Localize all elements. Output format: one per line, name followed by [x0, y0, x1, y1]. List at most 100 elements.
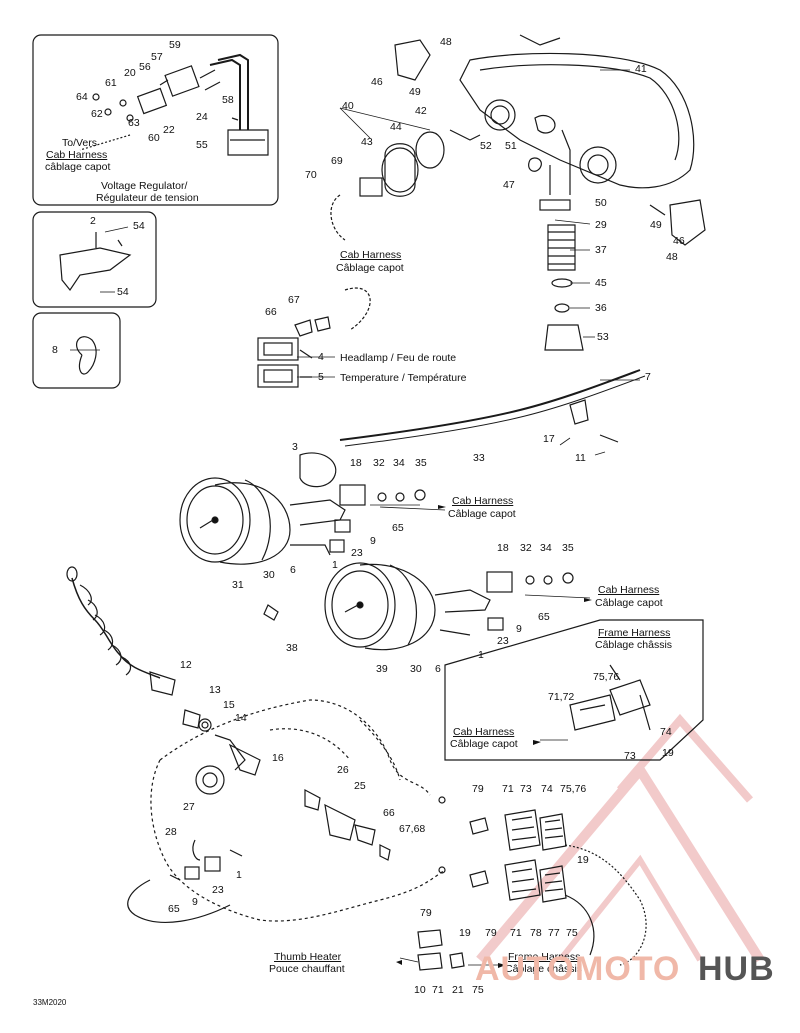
callout: 6 — [290, 564, 296, 576]
tie-wrap — [76, 336, 97, 375]
bulb-38 — [263, 604, 279, 621]
callout: 65 — [538, 611, 550, 623]
callout: 49 — [650, 219, 662, 231]
headlamp-components — [330, 39, 706, 351]
callout: 36 — [595, 302, 607, 314]
temperature-label: Temperature / Température — [340, 372, 467, 384]
callout: 25 — [354, 780, 366, 792]
callout: 73 — [520, 783, 532, 795]
callout: 69 — [331, 155, 343, 167]
watermark-moto: MOTO — [575, 950, 681, 988]
cab-harness-fr-label: Câblage capot — [336, 262, 404, 274]
callout: 60 — [148, 132, 160, 144]
callout: 8 — [52, 344, 58, 356]
callout: 18 — [350, 457, 362, 469]
callout: 14 — [235, 712, 247, 724]
callout: 63 — [128, 117, 140, 129]
headlamp-housing — [459, 34, 695, 195]
callout: 41 — [635, 63, 647, 75]
callout: 54 — [117, 286, 129, 298]
callout: 46 — [673, 235, 685, 247]
callout: 71 — [510, 927, 522, 939]
lower-harness-parts — [127, 709, 391, 924]
voltage-regulator-parts — [79, 53, 269, 156]
callout: 19 — [662, 747, 674, 759]
callout: 1 — [236, 869, 242, 881]
voltage-regulator-box — [32, 34, 279, 206]
callout: 75 — [566, 927, 578, 939]
cab-harness-label: Cab Harness — [453, 726, 515, 738]
callout: 45 — [595, 277, 607, 289]
callout: 33 — [473, 452, 485, 464]
callout: 56 — [139, 61, 151, 73]
callout: 48 — [440, 36, 452, 48]
callout: 32 — [373, 457, 385, 469]
callout: 19 — [459, 927, 471, 939]
gauge-31 — [179, 452, 426, 565]
callout: 12 — [180, 659, 192, 671]
bracket-part — [59, 247, 132, 292]
cab-harness-fr-label: Câblage capot — [450, 738, 518, 750]
callout: 58 — [222, 94, 234, 106]
callout: 3 — [292, 441, 298, 453]
callout: 47 — [503, 179, 515, 191]
harness-outline — [150, 699, 446, 922]
callout: 13 — [209, 684, 221, 696]
callout: 1 — [332, 559, 338, 571]
cab-harness-label: Cab Harness — [452, 495, 514, 507]
callout: 2 — [90, 215, 96, 227]
connector-blocks — [417, 796, 647, 971]
callout: 34 — [393, 457, 405, 469]
gauge-39 — [324, 562, 574, 651]
callout: 28 — [165, 826, 177, 838]
callout: 30 — [263, 569, 275, 581]
callout: 15 — [223, 699, 235, 711]
callout: 71 — [502, 783, 514, 795]
callout: 79 — [485, 927, 497, 939]
watermark-auto: AUTO — [475, 950, 575, 988]
callout: 75 — [472, 984, 484, 996]
callout: 71,72 — [548, 691, 575, 703]
callout: 66 — [265, 306, 277, 318]
callout: 16 — [272, 752, 284, 764]
cab-harness-label: Cab Harness — [46, 149, 108, 161]
callout: 1 — [478, 649, 484, 661]
callout: 49 — [409, 86, 421, 98]
callout: 67 — [288, 294, 300, 306]
cab-harness-fr-label: câblage capot — [45, 161, 111, 173]
callout: 51 — [505, 140, 517, 152]
callout: 65 — [392, 522, 404, 534]
callout: 4 — [318, 351, 324, 363]
callout: 29 — [595, 219, 607, 231]
figure-code: 33M2020 — [33, 998, 67, 1007]
callout: 75,76 — [593, 671, 620, 683]
callout: 30 — [410, 663, 422, 675]
callout: 20 — [124, 67, 136, 79]
thumb-heater-label: Thumb Heater — [274, 951, 342, 963]
callout: 23 — [351, 547, 363, 559]
frame-harness-fr-label: Câblage châssis — [595, 639, 673, 651]
callout: 35 — [415, 457, 427, 469]
callout: 78 — [530, 927, 542, 939]
callout: 31 — [232, 579, 244, 591]
callout: 7 — [645, 371, 651, 383]
frame-harness-fr-label: Câblage châssis — [505, 963, 583, 975]
callout: 18 — [497, 542, 509, 554]
callout: 79 — [420, 907, 432, 919]
callout: 23 — [497, 635, 509, 647]
cab-harness-label: Cab Harness — [340, 249, 402, 261]
callout: 77 — [548, 927, 560, 939]
callout: 27 — [183, 801, 195, 813]
voltage-regulator-title-fr: Régulateur de tension — [96, 192, 199, 204]
callout: 17 — [543, 433, 555, 445]
callout: 67,68 — [399, 823, 426, 835]
frame-harness-label: Frame Harness — [508, 951, 581, 963]
callout: 73 — [624, 750, 636, 762]
callout: 22 — [163, 124, 175, 136]
cab-harness-fr-label: Câblage capot — [595, 597, 663, 609]
callout: 46 — [371, 76, 383, 88]
callout: 21 — [452, 984, 464, 996]
callout: 24 — [196, 111, 208, 123]
